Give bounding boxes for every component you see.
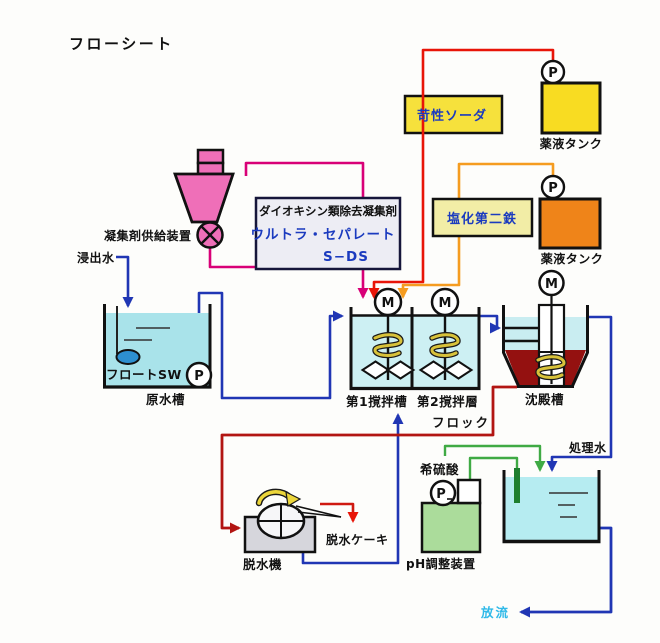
coagulant-feeder [173,148,235,249]
mixing-tank1-label: 第1撹拌槽 [346,394,407,409]
acid-dosing-pipe [443,444,546,472]
scraper-edge-2 [297,511,342,518]
cake-label: 脱水ケーキ [326,532,389,547]
ph-pump-label: P [436,487,446,502]
ferric-pump-icon [540,174,566,200]
dewaterer-label: 脱水機 [243,557,282,572]
dewaterer [243,488,342,554]
settling-motor-icon [538,269,565,297]
settling-tank: M [502,269,589,388]
mixing-tanks: M M [349,287,481,391]
ferric-pump-label: P [548,181,558,196]
ph-adjustment-unit: P [420,478,482,554]
chem-tank-upper-label: 薬液タンク [540,136,603,151]
caustic-pump-icon [540,59,566,85]
mixer1-motor-label: M [382,296,395,311]
ph-unit-label: pH調整装置 [406,556,476,571]
caustic-dosing-pipe [368,48,555,299]
scraper-edge-1 [295,505,342,518]
caustic-chem-tank [540,81,602,135]
floc-diamond [385,360,416,380]
raw-tank-label: 原水槽 [146,392,185,407]
caustic-soda-label: 苛性ソーダ [417,108,487,124]
floc-label: フロック [432,415,490,430]
settling-wall-right [570,305,589,388]
raw-tank-pump-icon [185,361,213,389]
chem-tank-lower-label: 薬液タンク [541,251,604,266]
chemical-tanks: P P [538,59,602,250]
mixing-tank2-label: 第2撹拌層 [417,394,478,409]
hopper-cone [173,172,235,224]
influent-label: 浸出水 [77,250,115,265]
hopper-mid-block [196,161,225,176]
discharge-pipe [519,526,613,618]
ferric-chloride-label: 塩化第二鉄 [447,211,517,227]
treated-water-pipe [546,315,613,472]
influent-pipe [116,255,134,308]
treated-water-tank [502,468,601,544]
valve-cross-2 [200,225,220,245]
caustic-pump-label: P [548,66,558,81]
ferric-chloride-box [431,197,534,238]
tank2-to-settling-pipe [479,314,501,334]
floc-diamond [443,360,474,380]
caustic-soda-box [403,94,504,135]
float-switch-label: フロートSW [106,367,182,382]
raw-tank-pump-label: P [194,369,204,384]
mixer1-motor-icon [373,287,403,317]
ph-sensor-cable [468,456,519,481]
rotation-arrow-head [285,490,302,507]
coagulant-feeder-label: 凝集剤供給装置 [104,228,192,243]
ferric-chem-tank [538,197,602,250]
mixer2-motor-label: M [439,296,452,311]
page-title: フローシート [69,35,174,53]
settling-motor-label: M [545,277,558,292]
discharge-label: 放流 [480,605,510,620]
sds-coagulant-box [254,196,402,271]
sds-box-line2: ウルトラ・セパレート [251,227,396,243]
raw-water-transfer-pipe [197,291,344,400]
treated-water-fill [505,477,598,541]
filtrate-return-pipe [301,413,404,565]
settling-wall-left [502,305,521,388]
cake-discharge-arrow [320,502,359,523]
float-switch-icon [115,349,141,365]
sds-box-line1: ダイオキシン類除去凝集剤 [259,204,397,218]
treated-water-label: 処理水 [568,440,607,455]
acid-label: 希硫酸 [419,462,459,477]
acid-tank [420,501,482,554]
sludge-pipe [220,385,517,534]
hopper-top-block [196,148,225,165]
ph-controller-box [456,478,482,505]
ph-electrode-icon [514,468,520,503]
mixer2-motor-icon [430,287,460,317]
sds-box-line3: S−DS [323,249,369,265]
settling-tank-label: 沈殿槽 [525,392,564,407]
raw-water-tank: P [103,304,213,389]
